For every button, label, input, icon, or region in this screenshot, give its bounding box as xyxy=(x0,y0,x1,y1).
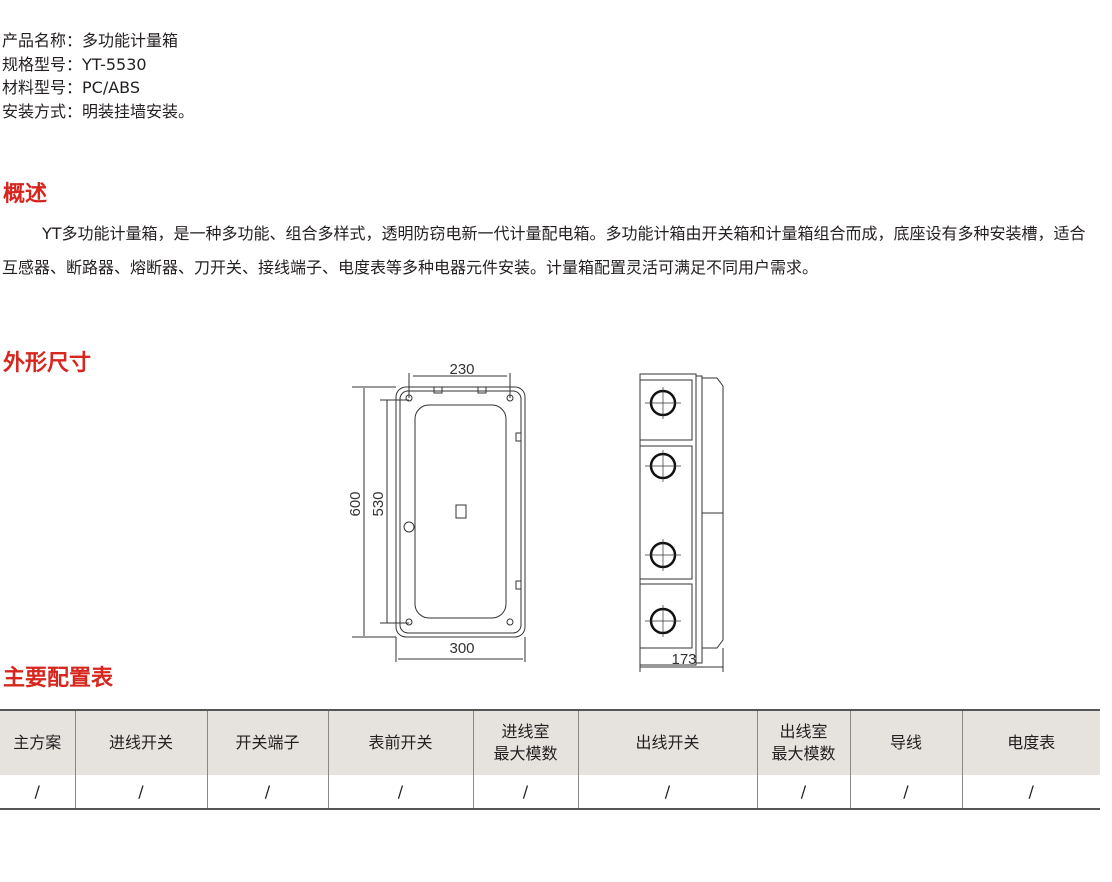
dim-bottom-width: 300 xyxy=(449,640,474,657)
config-table: 主方案进线开关开关端子表前开关进线室 最大模数出线开关出线室 最大模数导线电度表… xyxy=(0,709,1100,810)
dimension-drawing: 230 300 600 530 173 xyxy=(347,361,724,672)
table-cell: / xyxy=(578,775,758,810)
front-view: 230 300 600 530 xyxy=(347,361,526,662)
column-header: 进线室 最大模数 xyxy=(473,709,579,775)
dim-inner-height: 530 xyxy=(370,491,387,516)
overview-heading: 概述 xyxy=(3,182,48,207)
table-cell: / xyxy=(473,775,579,810)
table-cell: / xyxy=(0,775,76,810)
table-cell: / xyxy=(75,775,208,810)
table-row: ///////// xyxy=(0,775,1100,810)
dim-depth: 173 xyxy=(671,651,696,668)
column-header: 主方案 xyxy=(0,709,76,775)
table-cell: / xyxy=(757,775,851,810)
column-header: 开关端子 xyxy=(207,709,329,775)
column-header: 导线 xyxy=(850,709,963,775)
table-cell: / xyxy=(207,775,329,810)
spec-material: 材料型号：PC/ABS xyxy=(2,78,141,97)
column-header: 进线开关 xyxy=(75,709,208,775)
table-cell: / xyxy=(328,775,474,810)
column-header: 出线开关 xyxy=(578,709,758,775)
table-header-row: 主方案进线开关开关端子表前开关进线室 最大模数出线开关出线室 最大模数导线电度表 xyxy=(0,709,1100,775)
table-cell: / xyxy=(850,775,963,810)
column-header: 电度表 xyxy=(962,709,1100,775)
config-heading: 主要配置表 xyxy=(3,666,114,691)
column-header: 表前开关 xyxy=(328,709,474,775)
dim-outer-height: 600 xyxy=(347,491,364,516)
spec-product-name: 产品名称：多功能计量箱 xyxy=(2,31,179,50)
spec-model: 规格型号：YT-5530 xyxy=(2,55,147,74)
column-header: 出线室 最大模数 xyxy=(757,709,851,775)
dim-top-width: 230 xyxy=(449,361,474,378)
table-cell: / xyxy=(962,775,1100,810)
spec-install: 安装方式：明装挂墙安装。 xyxy=(2,102,195,121)
side-view: 173 xyxy=(639,373,724,672)
dimensions-heading: 外形尺寸 xyxy=(3,351,92,376)
overview-text: YT多功能计量箱，是一种多功能、组合多样式，透明防窃电新一代计量配电箱。多功能计… xyxy=(2,224,1086,277)
